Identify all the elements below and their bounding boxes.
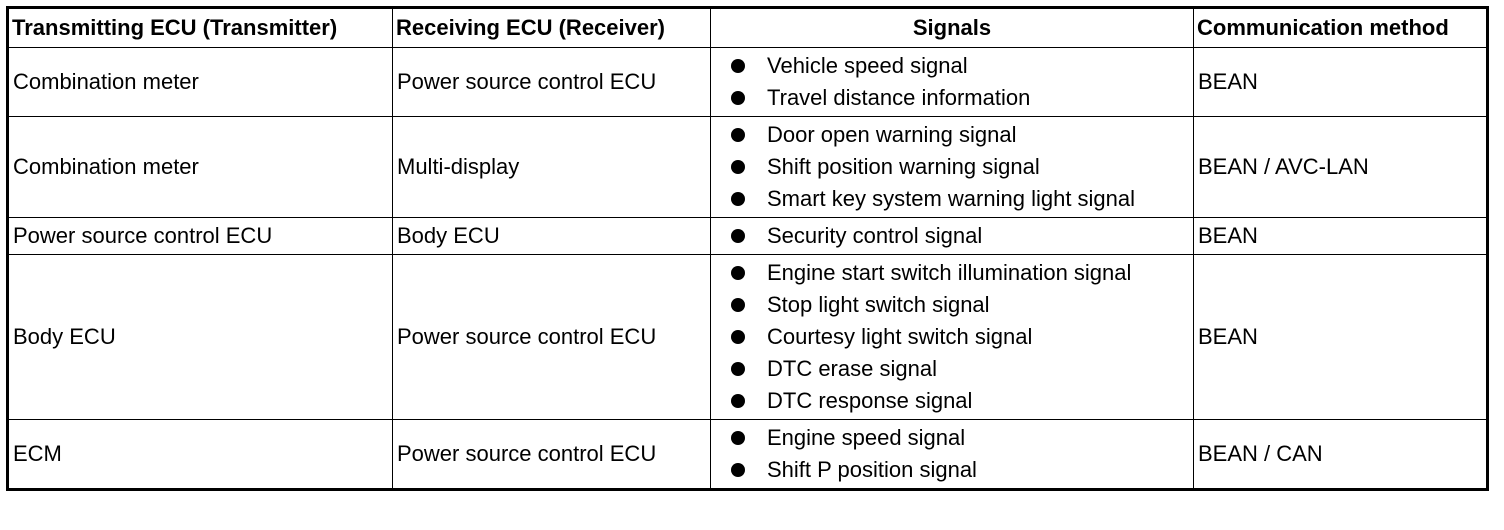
bullet-icon: [731, 91, 745, 105]
bullet-icon: [731, 298, 745, 312]
table-header-row: Transmitting ECU (Transmitter) Receiving…: [7, 7, 1488, 48]
signal-label: Door open warning signal: [767, 122, 1017, 147]
cell-method: BEAN: [1193, 217, 1488, 255]
bullet-icon: [731, 463, 745, 477]
signal-item: Courtesy light switch signal: [731, 321, 1191, 353]
signal-item: Door open warning signal: [731, 119, 1191, 151]
cell-transmitter: ECM: [7, 419, 393, 490]
signal-label: DTC response signal: [767, 388, 973, 413]
signal-item: Security control signal: [731, 220, 1191, 252]
ecu-communication-table: Transmitting ECU (Transmitter) Receiving…: [6, 6, 1489, 491]
bullet-icon: [731, 229, 745, 243]
signal-list: Security control signal: [731, 219, 1191, 254]
signal-label: Shift position warning signal: [767, 154, 1040, 179]
signal-item: Travel distance information: [731, 82, 1191, 114]
cell-receiver: Power source control ECU: [392, 254, 711, 420]
signal-label: Courtesy light switch signal: [767, 324, 1033, 349]
signal-item: Shift position warning signal: [731, 151, 1191, 183]
cell-method: BEAN: [1193, 254, 1488, 420]
signal-label: Smart key system warning light signal: [767, 186, 1136, 211]
bullet-icon: [731, 59, 745, 73]
signal-label: DTC erase signal: [767, 356, 937, 381]
signal-item: Engine start switch illumination signal: [731, 257, 1191, 289]
bullet-icon: [731, 362, 745, 376]
cell-transmitter: Power source control ECU: [7, 217, 393, 255]
signal-item: Stop light switch signal: [731, 289, 1191, 321]
cell-method: BEAN / CAN: [1193, 419, 1488, 490]
header-signals: Signals: [710, 7, 1194, 48]
signal-label: Vehicle speed signal: [767, 53, 968, 78]
cell-signals: Security control signal: [710, 217, 1194, 255]
signal-item: Vehicle speed signal: [731, 50, 1191, 82]
bullet-icon: [731, 192, 745, 206]
signal-label: Security control signal: [767, 223, 983, 248]
signal-label: Engine speed signal: [767, 425, 966, 450]
signal-item: Shift P position signal: [731, 454, 1191, 486]
cell-method: BEAN / AVC-LAN: [1193, 116, 1488, 218]
cell-receiver: Power source control ECU: [392, 419, 711, 490]
cell-transmitter: Combination meter: [7, 47, 393, 117]
header-method: Communication method: [1193, 7, 1488, 48]
header-receiver: Receiving ECU (Receiver): [392, 7, 711, 48]
communication-table-container: Transmitting ECU (Transmitter) Receiving…: [6, 6, 1489, 491]
signal-item: DTC response signal: [731, 385, 1191, 417]
signal-label: Stop light switch signal: [767, 292, 990, 317]
cell-method: BEAN: [1193, 47, 1488, 117]
cell-transmitter: Body ECU: [7, 254, 393, 420]
cell-transmitter: Combination meter: [7, 116, 393, 218]
signal-label: Engine start switch illumination signal: [767, 260, 1132, 285]
bullet-icon: [731, 394, 745, 408]
bullet-icon: [731, 330, 745, 344]
bullet-icon: [731, 160, 745, 174]
header-transmitter: Transmitting ECU (Transmitter): [7, 7, 393, 48]
bullet-icon: [731, 266, 745, 280]
signal-item: DTC erase signal: [731, 353, 1191, 385]
signal-label: Travel distance information: [767, 85, 1031, 110]
bullet-icon: [731, 431, 745, 445]
cell-receiver: Multi-display: [392, 116, 711, 218]
cell-receiver: Power source control ECU: [392, 47, 711, 117]
signal-item: Engine speed signal: [731, 422, 1191, 454]
signal-item: Smart key system warning light signal: [731, 183, 1191, 215]
signal-label: Shift P position signal: [767, 457, 977, 482]
bullet-icon: [731, 128, 745, 142]
cell-receiver: Body ECU: [392, 217, 711, 255]
